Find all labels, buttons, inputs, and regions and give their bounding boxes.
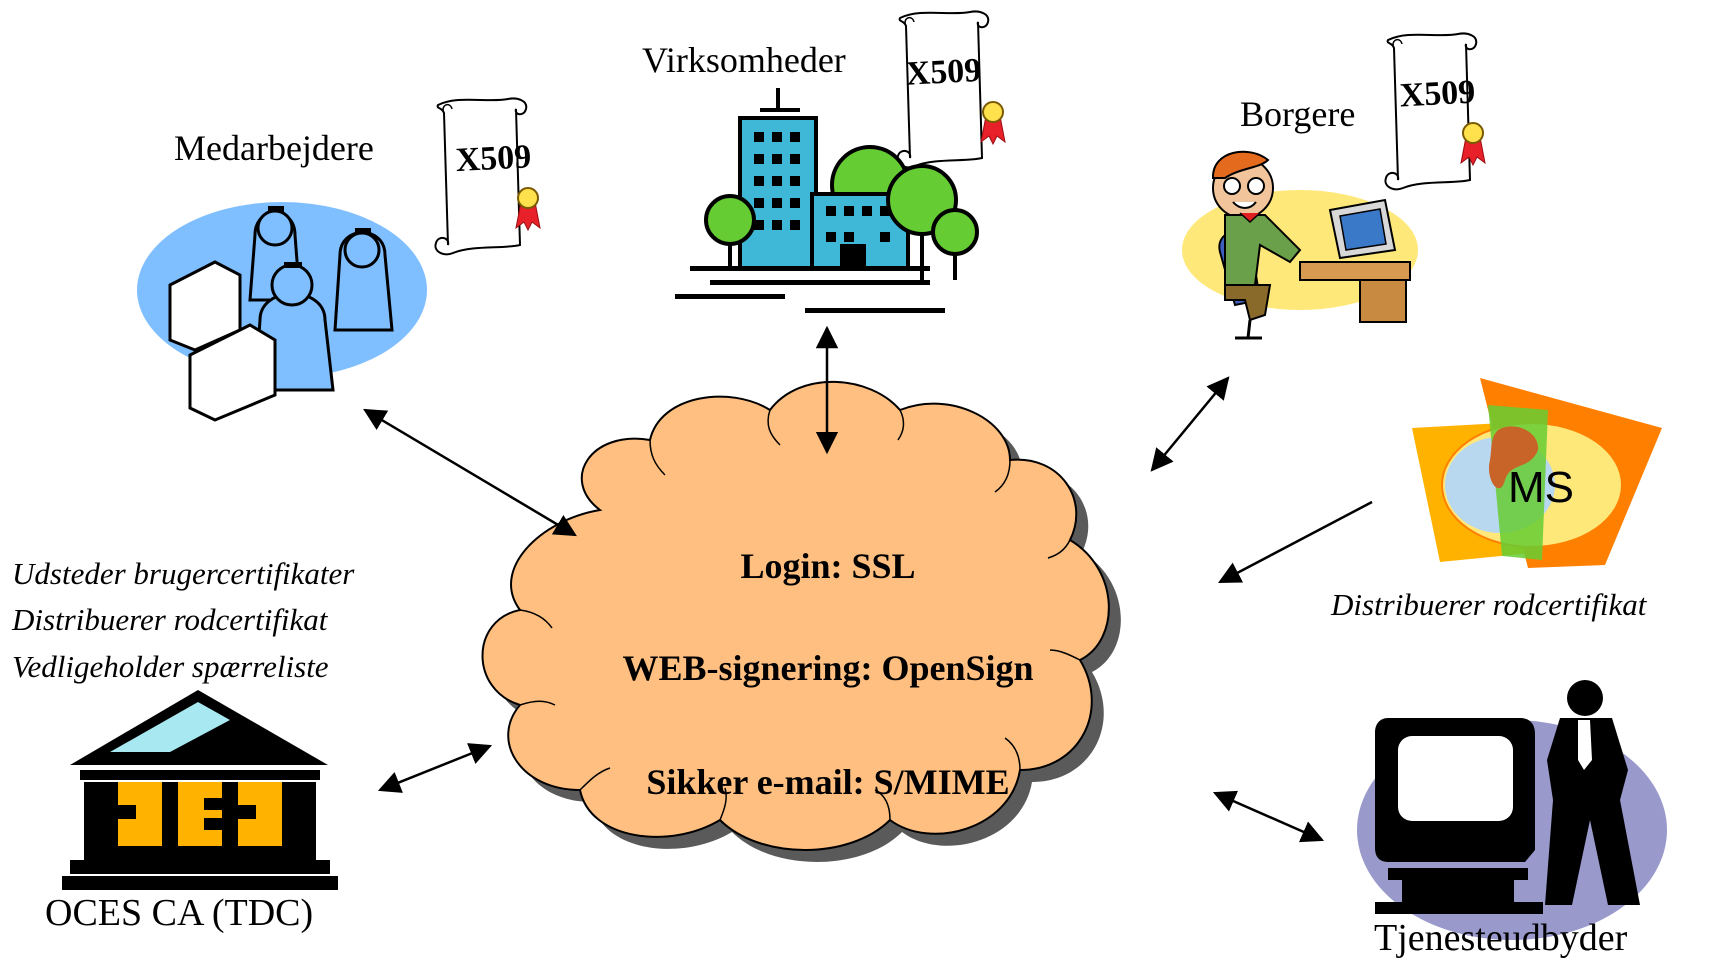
oces-role-2: Distribuerer rodcertifikat: [11, 602, 329, 637]
ms-node: MS Distribuerer rodcertifikat: [1330, 378, 1662, 622]
borgere-node: Borgere X509: [1182, 32, 1486, 340]
cloud-line-websign: WEB-signering: OpenSign: [622, 648, 1033, 688]
virksomheder-certificate: X509: [896, 10, 1006, 169]
bank-building-icon: [62, 690, 338, 890]
oces-role-3: Vedligeholder spærreliste: [12, 649, 329, 684]
arrow-tjeneste-cloud: [1212, 790, 1325, 843]
oces-label: OCES CA (TDC): [45, 892, 313, 934]
office-building-icon: [675, 88, 979, 313]
borgere-label: Borgere: [1240, 94, 1355, 134]
virksomheder-label: Virksomheder: [642, 40, 846, 80]
call-center-icon: [137, 202, 427, 422]
network-cloud: Login: SSL WEB-signering: OpenSign Sikke…: [481, 380, 1121, 862]
borgere-cert-label: X509: [1399, 74, 1476, 115]
ms-caption: Distribuerer rodcertifikat: [1330, 587, 1648, 622]
ms-windows-logo-icon: MS: [1412, 378, 1662, 568]
virksomheder-cert-label: X509: [905, 52, 982, 93]
medarbejdere-label: Medarbejdere: [174, 128, 374, 168]
arrow-medarbejdere-cloud: [363, 408, 577, 537]
tjenesteudbyder-node: Tjenesteudbyder: [1357, 680, 1667, 959]
tjenesteudbyder-label: Tjenesteudbyder: [1374, 917, 1628, 959]
citizen-computer-icon: [1182, 150, 1418, 340]
arrow-borgere-cloud: [1150, 376, 1230, 472]
arrow-oces-cloud: [377, 743, 493, 793]
medarbejdere-certificate: X509: [434, 97, 541, 256]
medarbejdere-node: Medarbejdere X509: [137, 97, 541, 422]
medarbejdere-cert-label: X509: [455, 138, 532, 179]
cloud-line-email: Sikker e-mail: S/MIME: [646, 762, 1009, 802]
service-provider-icon: [1357, 680, 1667, 940]
arrow-ms-cloud: [1218, 500, 1373, 584]
virksomheder-node: Virksomheder X509: [642, 10, 1006, 313]
oces-role-1: Udsteder brugercertifikater: [12, 556, 355, 591]
ms-badge: MS: [1508, 463, 1574, 512]
oces-node: Udsteder brugercertifikater Distribuerer…: [11, 556, 355, 934]
borgere-certificate: X509: [1384, 32, 1486, 191]
cloud-line-login: Login: SSL: [740, 546, 915, 586]
